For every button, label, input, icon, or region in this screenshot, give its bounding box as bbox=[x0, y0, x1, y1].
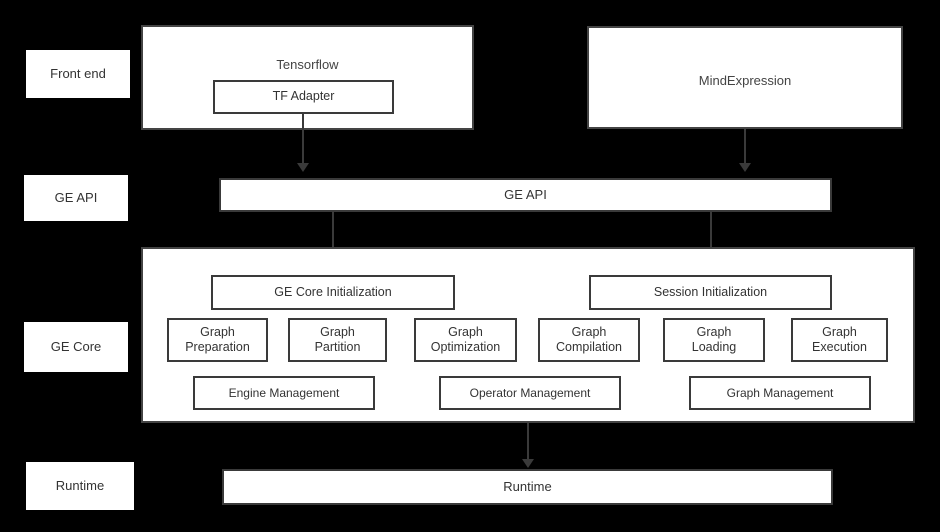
graph-compilation-box[interactable]: Graph Compilation bbox=[538, 318, 640, 362]
arrowhead-ge-core-to-runtime bbox=[522, 459, 534, 468]
graph-optimization-box[interactable]: Graph Optimization bbox=[414, 318, 517, 362]
ge-core-initialization-box[interactable]: GE Core Initialization bbox=[211, 275, 455, 310]
tensorflow-container: Tensorflow bbox=[141, 25, 474, 130]
stage-label-ge-core: GE Core bbox=[24, 322, 128, 372]
arrowhead-tf-adapter-to-ge-api bbox=[297, 163, 309, 172]
graph-preparation-box[interactable]: Graph Preparation bbox=[167, 318, 268, 362]
tensorflow-title: Tensorflow bbox=[276, 57, 339, 72]
stage-label-front-end: Front end bbox=[26, 50, 130, 98]
session-initialization-box[interactable]: Session Initialization bbox=[589, 275, 832, 310]
ge-api-bar[interactable]: GE API bbox=[219, 178, 832, 212]
graph-partition-box[interactable]: Graph Partition bbox=[288, 318, 387, 362]
arrowhead-mindexpression-to-ge-api bbox=[739, 163, 751, 172]
runtime-bar[interactable]: Runtime bbox=[222, 469, 833, 505]
graph-loading-box[interactable]: Graph Loading bbox=[663, 318, 765, 362]
connector-ge-api-to-session-init bbox=[710, 212, 712, 262]
connector-ge-core-to-runtime bbox=[527, 423, 529, 460]
engine-management-box[interactable]: Engine Management bbox=[193, 376, 375, 410]
stage-label-ge-api: GE API bbox=[24, 175, 128, 221]
connector-mindexpression-to-ge-api bbox=[744, 129, 746, 164]
mindexpression-title: MindExpression bbox=[698, 73, 792, 88]
tf-adapter-box[interactable]: TF Adapter bbox=[213, 80, 394, 114]
stage-label-runtime: Runtime bbox=[26, 462, 134, 510]
connector-ge-api-to-ge-core-init bbox=[332, 212, 334, 262]
graph-management-box[interactable]: Graph Management bbox=[689, 376, 871, 410]
graph-execution-box[interactable]: Graph Execution bbox=[791, 318, 888, 362]
connector-tf-adapter-to-ge-api bbox=[302, 114, 304, 164]
operator-management-box[interactable]: Operator Management bbox=[439, 376, 621, 410]
mindexpression-container: MindExpression bbox=[587, 26, 903, 129]
